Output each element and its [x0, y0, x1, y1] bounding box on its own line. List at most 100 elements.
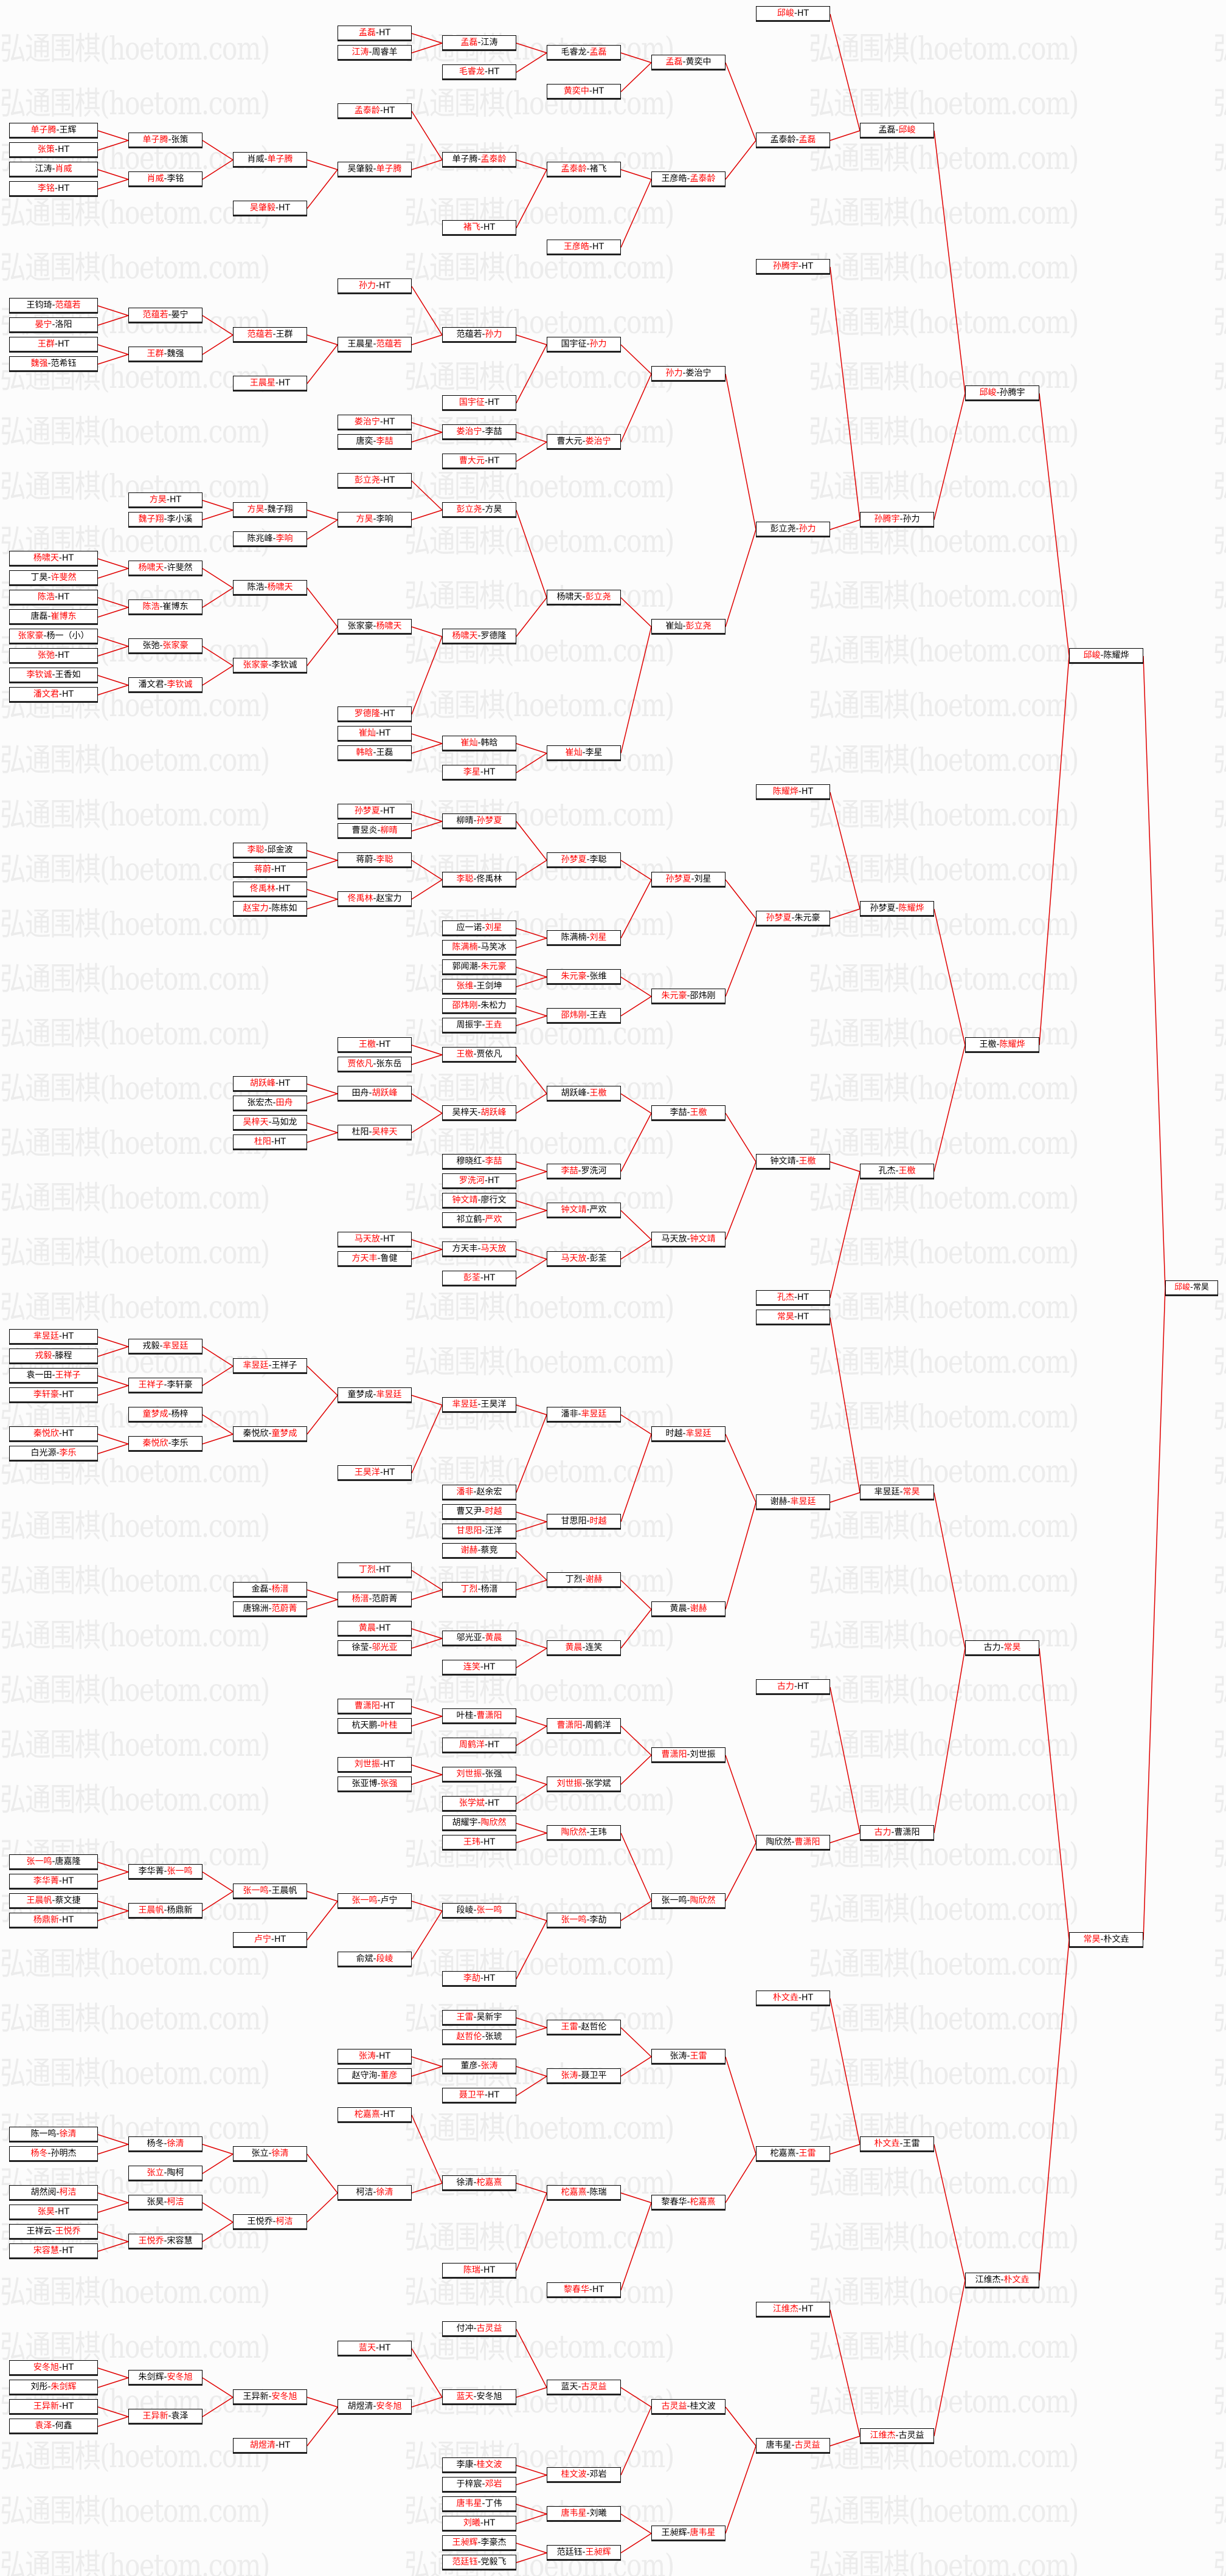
player-name: 马天放 [480, 1244, 507, 1254]
player-name: 王彦皓 [563, 242, 589, 252]
match-box: 江维杰-朴文垚 [965, 2273, 1039, 2288]
player-name: HT [61, 1876, 74, 1886]
separator: - [484, 2090, 488, 2100]
match-box: 王晨星-范蕴若 [338, 337, 412, 353]
player-name: 王雷 [456, 2012, 474, 2022]
player-name: HT [383, 475, 395, 485]
separator: - [373, 2188, 376, 2197]
separator: - [791, 1837, 795, 1847]
bracket-connector-line [620, 1755, 652, 1785]
player-name: 彭立尧 [456, 505, 482, 514]
player-name: HT [801, 261, 814, 271]
separator: - [268, 903, 272, 913]
bracket-connector-line [306, 899, 338, 910]
player-name: HT [61, 1390, 74, 1400]
match-box: 陈一鸣-徐清 [9, 2127, 98, 2143]
match-box: 周鹤洋-HT [442, 1738, 516, 1753]
separator: - [164, 2139, 167, 2149]
player-name: HT [487, 1798, 500, 1808]
player-name: 王晨星 [347, 339, 373, 349]
match-box: 田舟-胡跃峰 [338, 1086, 412, 1102]
separator: - [379, 1701, 383, 1711]
player-name: 邱金波 [267, 845, 293, 855]
player-name: HT [487, 456, 500, 466]
player-name: 孟磊 [358, 28, 376, 38]
player-name: 孟磊 [878, 125, 896, 135]
separator: - [379, 1759, 383, 1769]
bracket-connector-line [306, 1083, 338, 1094]
player-name: 许斐然 [167, 563, 193, 573]
match-box: 付冲-古灵益 [442, 2321, 516, 2337]
bracket-connector-line [306, 1599, 338, 1610]
player-name: HT [61, 1915, 74, 1925]
bracket-connector-line [933, 1648, 966, 1834]
bracket-connector-line [725, 1755, 757, 1843]
match-box: 丁烈-HT [338, 1563, 412, 1578]
bracket-connector-line [97, 2367, 129, 2378]
player-name: 孟磊 [460, 38, 478, 47]
player-name: 王剑坤 [476, 981, 502, 991]
player-name: HT [61, 2246, 74, 2256]
player-name: 彭立尧 [585, 592, 611, 602]
player-name: 王异新 [33, 2402, 59, 2411]
match-box: 李聪-佟禹林 [442, 872, 516, 888]
bracket-connector-line [725, 1434, 757, 1503]
match-box: 王晨帆-蔡文捷 [9, 1893, 98, 1909]
player-name: 单子腾 [267, 154, 293, 164]
player-name: 佟禹林 [476, 874, 502, 884]
player-name: 童梦成 [142, 1409, 168, 1419]
player-name: 吴肇毅 [347, 164, 373, 174]
separator: - [54, 184, 58, 193]
separator: - [1100, 651, 1104, 660]
player-name: 李华菁 [33, 1876, 59, 1886]
player-name: 张强 [485, 1769, 502, 1779]
match-box: 孟磊-黄奕中 [651, 55, 726, 71]
separator: - [373, 1390, 376, 1400]
player-name: 罗德隆 [480, 631, 507, 641]
player-name: 杨溍 [480, 1584, 498, 1594]
player-name: 叶桂 [456, 1711, 474, 1721]
match-box: 杜阳-吴梓天 [338, 1125, 412, 1141]
separator: - [578, 2022, 581, 2032]
bracket-connector-line [411, 733, 443, 744]
match-box: 谢赫-芈昱廷 [756, 1494, 830, 1510]
player-name: 徐清 [271, 2149, 289, 2158]
player-name: HT [801, 787, 814, 796]
player-name: 胡煜清 [249, 2440, 275, 2450]
bracket-connector-line [516, 2027, 547, 2038]
player-name: 陶欣然 [766, 1837, 792, 1847]
bracket-connector-line [516, 1015, 547, 1026]
player-name: 付冲 [456, 2324, 474, 2333]
match-box: 丁昊-许斐然 [9, 570, 98, 586]
player-name: 彭立尧 [770, 524, 796, 534]
player-name: 范廷钰 [556, 2547, 583, 2557]
player-name: 潘文君 [138, 680, 164, 689]
bracket-connector-line [516, 509, 547, 598]
bracket-connector-line [411, 1239, 443, 1250]
bracket-connector-line [97, 1346, 129, 1357]
player-name: 王檄 [798, 1156, 816, 1166]
player-name: 江维杰 [975, 2275, 1001, 2285]
player-name: 王祥子 [55, 1370, 81, 1380]
bracket-connector-line [97, 2406, 129, 2417]
match-box: 邱峻-孙腾宇 [965, 385, 1039, 401]
player-name: 孙梦夏 [476, 816, 502, 826]
match-box: 张一鸣-陶欣然 [651, 1893, 726, 1909]
separator: - [272, 330, 276, 339]
separator: - [586, 1828, 590, 1837]
bracket-connector-line [202, 1871, 234, 1892]
player-name: 毛睿龙 [459, 67, 485, 77]
separator: - [54, 339, 58, 349]
player-name: 袁泽 [35, 2421, 52, 2431]
separator: - [477, 1400, 481, 1409]
match-box: 陈满楠-马笑冰 [442, 940, 516, 956]
separator: - [582, 1643, 586, 1652]
player-name: HT [487, 1740, 500, 1750]
match-box: 孙梦夏-朱元豪 [756, 911, 830, 927]
match-box: 陈浩-杨啸天 [233, 580, 307, 596]
player-name: 常昊 [777, 1312, 794, 1322]
bracket-connector-line [933, 1492, 966, 1649]
bracket-connector-line [411, 286, 443, 336]
bracket-connector-line [516, 169, 547, 229]
bracket-connector-line [97, 2231, 129, 2242]
